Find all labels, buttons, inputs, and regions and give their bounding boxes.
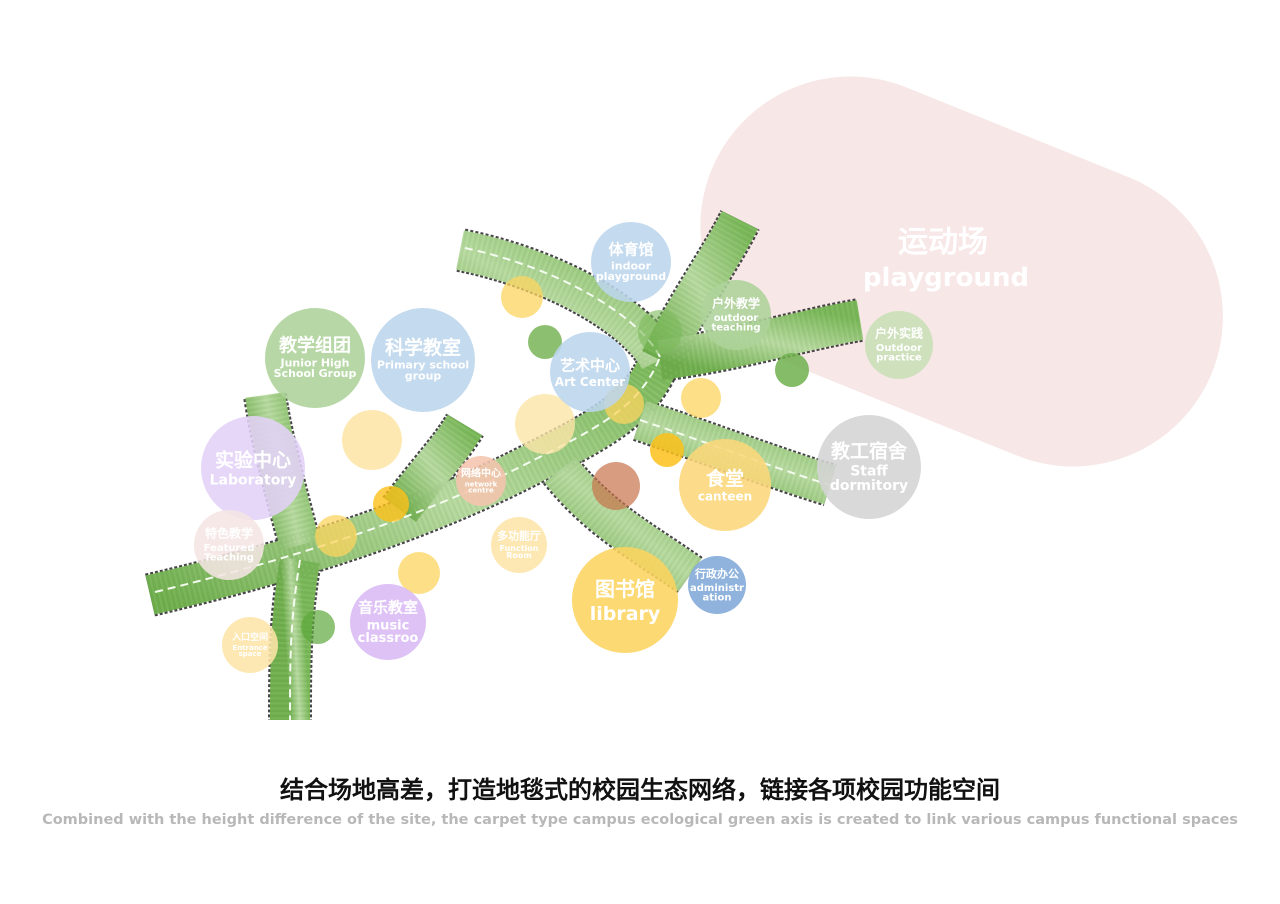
node-label-en: classroo bbox=[358, 631, 419, 646]
node-label-zh: 艺术中心 bbox=[560, 356, 620, 374]
node-label-en: centre bbox=[468, 487, 494, 495]
node-label-en: Room bbox=[506, 551, 532, 560]
node-circle bbox=[222, 617, 278, 673]
playground-area: 运动场 playground bbox=[700, 76, 1223, 467]
node-label-en: Junior High bbox=[279, 356, 349, 369]
accent-dot bbox=[638, 310, 682, 354]
accent-dot bbox=[301, 610, 335, 644]
node-label-zh: 多功能厅 bbox=[497, 529, 541, 543]
node-circle bbox=[201, 416, 305, 520]
node-label-zh: 特色教学 bbox=[205, 526, 253, 541]
node-circle bbox=[350, 584, 426, 660]
node-label-zh: 实验中心 bbox=[215, 449, 291, 472]
accent-dot bbox=[515, 394, 575, 454]
node-label-en: Teaching bbox=[204, 553, 254, 564]
accent-dot bbox=[775, 353, 809, 387]
node-label-en: Staff bbox=[850, 464, 888, 480]
accent-dot bbox=[398, 552, 440, 594]
accent-dot bbox=[373, 486, 409, 522]
node-label-zh: 行政办公 bbox=[694, 566, 739, 580]
node-label-en: playground bbox=[596, 270, 666, 283]
node-circle bbox=[572, 547, 678, 653]
node-circle bbox=[688, 556, 746, 614]
accent-dot bbox=[650, 433, 684, 467]
node-label-en: Entrance bbox=[232, 644, 267, 652]
node-circle bbox=[371, 308, 475, 412]
accent-dot bbox=[501, 276, 543, 318]
node-label-zh: 科学教室 bbox=[385, 336, 461, 359]
node-label-zh: 户外实践 bbox=[875, 326, 923, 341]
node-label-en: School Group bbox=[274, 367, 357, 380]
node-circle bbox=[491, 517, 547, 573]
accent-dots bbox=[301, 276, 809, 644]
node-circle bbox=[265, 308, 365, 408]
node-label-en: teaching bbox=[711, 323, 760, 334]
node-label-en: ation bbox=[703, 592, 732, 603]
playground-zh: 运动场 bbox=[898, 225, 988, 260]
node-label-en: practice bbox=[876, 353, 922, 364]
node-label-en: group bbox=[405, 369, 442, 382]
node-circle bbox=[550, 332, 630, 412]
accent-dot bbox=[342, 410, 402, 470]
accent-dot bbox=[528, 325, 562, 359]
playground-en: playground bbox=[863, 263, 1029, 293]
node-label-en: Art Center bbox=[555, 375, 625, 389]
accent-dot bbox=[681, 378, 721, 418]
node-label-en: Featured bbox=[204, 543, 255, 554]
accent-dot bbox=[315, 515, 357, 557]
node-label-en: dormitory bbox=[830, 478, 908, 494]
node-label-en: administr bbox=[690, 583, 744, 594]
node-circle bbox=[591, 222, 671, 302]
node-label-en: indoor bbox=[611, 259, 652, 272]
node-label-zh: 图书馆 bbox=[595, 577, 655, 601]
node-circle bbox=[817, 415, 921, 519]
node-label-zh: 教工宿舍 bbox=[831, 440, 908, 463]
green-axis bbox=[144, 209, 864, 721]
node-label-zh: 网络中心 bbox=[461, 466, 501, 479]
node-label-zh: 户外教学 bbox=[712, 296, 760, 311]
playground-shape bbox=[700, 76, 1223, 467]
node-label-en: canteen bbox=[698, 490, 752, 504]
node-circle bbox=[701, 280, 771, 350]
caption-title: 结合场地高差，打造地毯式的校园生态网络，链接各项校园功能空间 bbox=[280, 776, 1000, 804]
node-label-zh: 体育馆 bbox=[608, 241, 653, 259]
node-label-en: Function bbox=[500, 544, 539, 553]
node-label-en: Primary school bbox=[377, 359, 469, 372]
node-label-en: space bbox=[239, 650, 262, 658]
accent-dot bbox=[592, 462, 640, 510]
node-label-en: music bbox=[367, 618, 410, 633]
node-label-zh: 入口空间 bbox=[231, 631, 268, 643]
node-label-zh: 音乐教室 bbox=[358, 598, 418, 616]
node-label-en: Outdoor bbox=[876, 343, 922, 354]
node-label-zh: 教学组团 bbox=[279, 335, 351, 357]
caption-subtitle: Combined with the height difference of t… bbox=[42, 812, 1238, 828]
node-label-en: outdoor bbox=[714, 313, 759, 324]
node-circle bbox=[194, 510, 264, 580]
node-label-zh: 食堂 bbox=[706, 467, 744, 490]
node-circle bbox=[456, 456, 506, 506]
node-label-en: network bbox=[465, 481, 498, 489]
node-label-en: Laboratory bbox=[210, 473, 297, 489]
node-label-en: library bbox=[590, 603, 661, 625]
node-circle bbox=[679, 439, 771, 531]
node-circle bbox=[865, 311, 933, 379]
